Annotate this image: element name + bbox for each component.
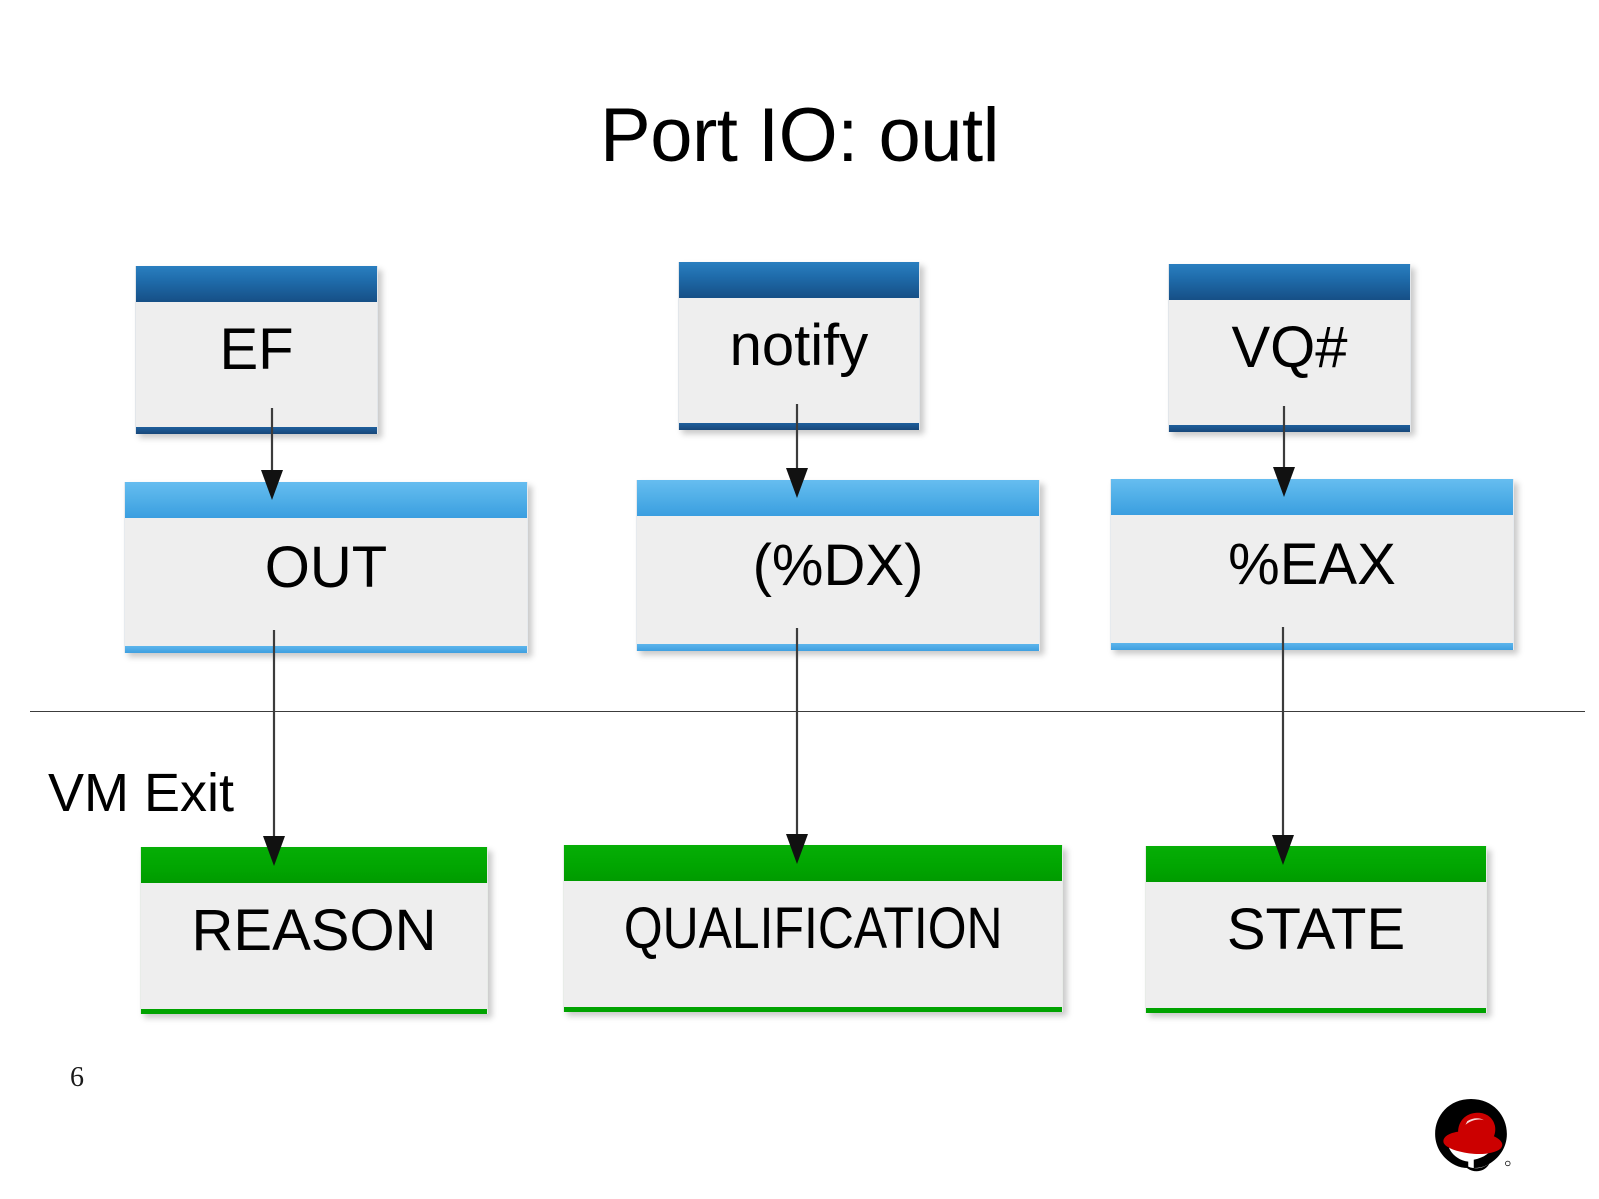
box-label: STATE xyxy=(1226,896,1406,962)
box-footer-bar xyxy=(136,427,377,434)
box-label: EF xyxy=(219,317,294,382)
connector-ef-to-out xyxy=(261,408,283,500)
box-header-bar xyxy=(1146,846,1486,882)
diagram-box-notify: notify xyxy=(678,262,920,430)
vm-exit-divider xyxy=(30,711,1585,712)
diagram-box-out: OUT xyxy=(124,482,528,653)
box-label: %EAX xyxy=(1228,531,1396,597)
box-footer-bar xyxy=(1146,1008,1486,1013)
connector-eax-to-state xyxy=(1272,627,1294,865)
diagram-box-state: STATE xyxy=(1145,846,1487,1013)
box-footer-bar xyxy=(1169,425,1410,432)
connector-vq-to-eax xyxy=(1273,406,1295,497)
box-footer-bar xyxy=(564,1007,1062,1012)
box-footer-bar xyxy=(637,644,1039,651)
diagram-box-vq: VQ# xyxy=(1168,264,1411,432)
box-header-bar xyxy=(679,262,919,298)
box-label: notify xyxy=(729,313,869,378)
connector-dx-to-qualification xyxy=(786,628,808,864)
box-header-bar xyxy=(637,480,1039,516)
box-header-bar xyxy=(1111,479,1513,515)
red-hat-shadowman-logo xyxy=(1425,1088,1517,1180)
box-header-bar xyxy=(1169,264,1410,300)
box-label: OUT xyxy=(264,534,388,600)
connector-out-to-reason xyxy=(263,630,285,866)
diagram-box-ef: EF xyxy=(135,266,378,434)
page-title: Port IO: outl xyxy=(600,93,1000,178)
box-footer-bar xyxy=(141,1009,487,1014)
connector-notify-to-dx xyxy=(786,404,808,498)
diagram-box-eax: %EAX xyxy=(1110,479,1514,650)
vm-exit-label: VM Exit xyxy=(48,763,235,823)
box-header-bar xyxy=(141,847,487,883)
box-label: VQ# xyxy=(1231,315,1348,380)
box-header-bar xyxy=(564,845,1062,881)
box-label: REASON xyxy=(191,897,437,963)
box-footer-bar xyxy=(125,646,527,653)
box-header-bar xyxy=(136,266,377,302)
box-label: (%DX) xyxy=(752,532,924,598)
box-header-bar xyxy=(125,482,527,518)
diagram-box-qualification: QUALIFICATION xyxy=(563,845,1063,1012)
page-number: 6 xyxy=(70,1062,84,1093)
box-label: QUALIFICATION xyxy=(623,895,1003,961)
box-footer-bar xyxy=(679,423,919,430)
diagram-box-dx: (%DX) xyxy=(636,480,1040,651)
box-footer-bar xyxy=(1111,643,1513,650)
diagram-box-reason: REASON xyxy=(140,847,488,1014)
